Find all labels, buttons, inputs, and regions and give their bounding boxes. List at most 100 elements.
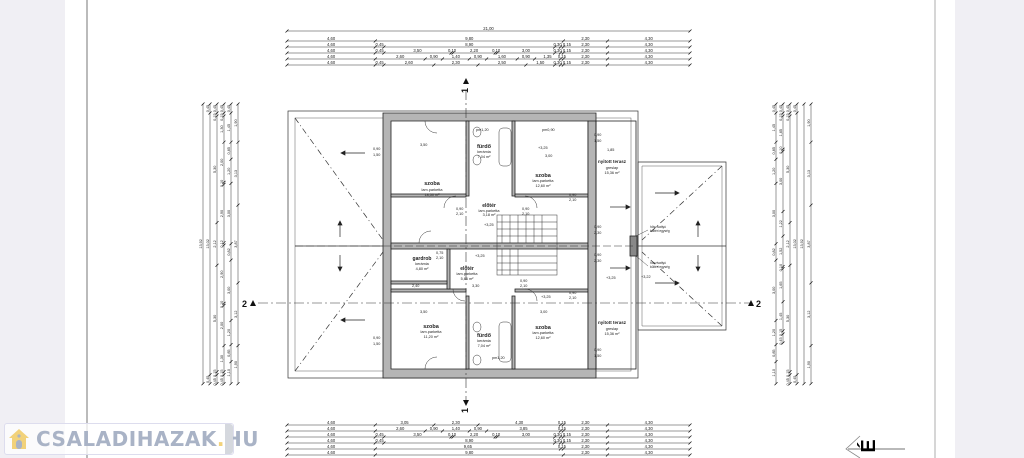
dimension-value: 4,60 [327, 48, 336, 53]
dimension-tick [201, 382, 205, 386]
dimension-value: 3,00 [772, 210, 776, 217]
door-width-label: 0,90 [522, 207, 529, 211]
dimension-value: 0,45 [786, 105, 790, 112]
dimension-tick [285, 51, 289, 55]
dimension-tick [373, 447, 378, 451]
dimension-value: 0,45 [376, 432, 385, 437]
dimension-tick [373, 51, 378, 55]
dimension-tick [236, 203, 240, 207]
dimension-value: 0,10 [220, 180, 224, 187]
dimension-value: 0,45 [376, 60, 385, 65]
window-height-label: 2,30 [594, 259, 601, 263]
dimension-tick [222, 140, 226, 144]
dimension-tick [382, 45, 386, 49]
dimension-value: 2,30 [581, 48, 590, 53]
dimension-value: 4,30 [515, 420, 524, 425]
dimension-value: 0,85 [227, 349, 231, 356]
dimension-value: 2,60 [405, 60, 414, 65]
dimension-value: 0,10 [492, 432, 501, 437]
dimension-value: 0,15 [220, 113, 224, 120]
dimension-value: 4,60 [327, 60, 336, 65]
door-swings [418, 120, 538, 370]
room-floor: greslap [606, 327, 618, 331]
dimension-tick [788, 372, 792, 377]
dimension-tick [285, 429, 289, 433]
dimension-value: 0,10 [492, 48, 501, 53]
dimension-value: 4,60 [327, 36, 336, 41]
dimension-value: 4,60 [327, 438, 336, 443]
heat-pump-note: kültéri egység [650, 229, 670, 233]
dimension-value: 4,60 [327, 432, 336, 437]
window-width-label: 0,90 [594, 225, 601, 229]
room-floor: kerámia [415, 262, 429, 266]
dimension-value: 1,45 [227, 124, 231, 131]
dimension-value: 2,00 [220, 322, 224, 329]
dimension-tick [495, 435, 499, 439]
annotations: +3,25 +3,25 +3,25 +3,25 +3,25 +3,22 3,50… [373, 128, 670, 360]
dimension-tick [809, 102, 813, 106]
dimension-value: 2,20 [470, 432, 479, 437]
dimension-tick [788, 382, 792, 386]
dimension-value: 0,15 [563, 48, 572, 53]
dimension-tick [423, 429, 427, 433]
dimension-value: 1,10 [227, 369, 231, 376]
door-height-label: 2,10 [436, 256, 443, 260]
dimension-value: 0,10 [779, 264, 783, 271]
dimension-tick [781, 147, 785, 151]
dimension-tick [236, 281, 240, 285]
dimension-tick [558, 45, 563, 49]
dimension-tick [688, 63, 692, 67]
dimension-tick [688, 441, 692, 445]
dimension-value: 3,00 [227, 210, 231, 217]
dimension-value: 9,65 [464, 444, 473, 449]
dimension-value: 1,20 [772, 329, 776, 336]
dimension-value: 0,15 [213, 113, 217, 120]
dimension-tick [781, 332, 785, 336]
dimension-tick [215, 382, 219, 386]
elevation-label: +3,25 [541, 295, 551, 299]
dimension-tick [552, 51, 557, 55]
dimension-value: 0,10 [220, 301, 224, 308]
dimension-tick [208, 382, 212, 386]
dimension-value: 13,92 [800, 239, 804, 249]
dimension-value: 0,15 [558, 444, 567, 449]
dimension-tick [215, 372, 219, 377]
dimension-tick [561, 63, 566, 67]
dimension-value: 4,30 [645, 48, 654, 53]
window-height-label: 1,50 [594, 354, 601, 358]
elevation-label: +3,25 [484, 223, 494, 227]
dimension-value: 1,65 [779, 282, 783, 289]
sill-label: pm0,90 [542, 128, 555, 132]
room-area: 12,60 m² [536, 336, 552, 340]
dimension-tick [285, 441, 289, 445]
dimension-tick [229, 157, 233, 162]
dimension-value: 2,30 [581, 60, 590, 65]
dimension-tick [688, 51, 692, 55]
dimension-value: 0,45 [376, 42, 385, 47]
dimension-tick [561, 441, 566, 445]
dimension-value: 0,45 [772, 105, 776, 112]
dimension-tick [373, 63, 378, 67]
room-floor: lam.parketta [533, 179, 555, 183]
dimension-tick [449, 435, 453, 439]
dimension-tick [561, 447, 566, 451]
dimension-value: 4,30 [645, 36, 654, 41]
dimension-value: 0,30 [554, 432, 563, 437]
dimension-tick [229, 382, 233, 386]
dimension-value: 1,90 [234, 361, 238, 368]
dimension-tick [222, 240, 226, 245]
dimension-value: 2,30 [581, 42, 590, 47]
dimension-value: 1,20 [772, 168, 776, 175]
dimension-tick [382, 63, 386, 67]
dimension-value: 0,90 [430, 426, 439, 431]
dimension-tick [373, 453, 378, 457]
dimension-value: 2,30 [581, 438, 590, 443]
dimension-tick [774, 111, 778, 115]
room-name: előtér [482, 203, 496, 209]
door-width-label: 0,90 [569, 193, 576, 197]
dimension-value: 1,10 [772, 369, 776, 376]
